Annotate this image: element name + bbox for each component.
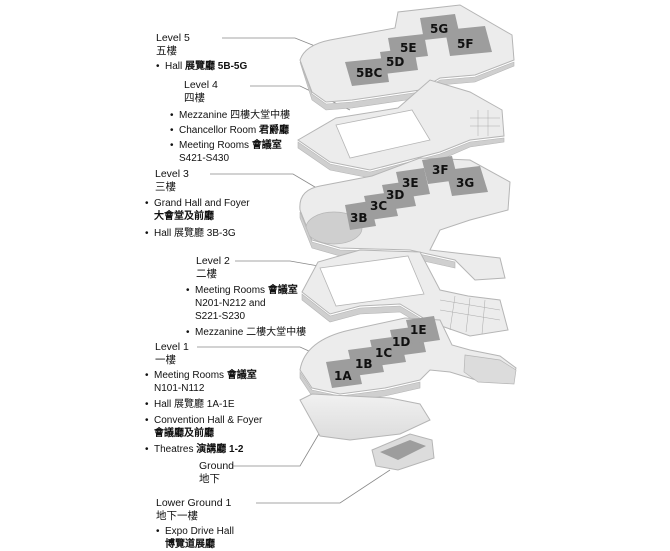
level-1-item-meeting: Meeting Rooms 會議室 (145, 369, 262, 382)
level-2-item-meeting-range-2: S221-S230 (195, 311, 246, 322)
hall-label-5d: 5D (386, 55, 404, 69)
ground-cn: 地下 (199, 473, 220, 485)
level-1-floor (299, 316, 517, 403)
level-5-cn: 五樓 (156, 45, 177, 57)
ground-title: Ground (199, 460, 235, 472)
level-1-item-convention-cn: 會議廳及前廳 (154, 428, 214, 439)
level-4-item-meeting: Meeting Rooms 會議室 (170, 139, 290, 152)
hall-5f-area (445, 26, 492, 56)
ground-floor (299, 393, 431, 441)
lower-ground-item-expo: Expo Drive Hall (156, 525, 234, 538)
hall-label-1a: 1A (334, 369, 352, 383)
hall-label-3g: 3F (432, 163, 449, 177)
leader-lines (197, 37, 391, 504)
hall-label-3c: 3C (370, 199, 387, 213)
lower-ground-label-group: Lower Ground 1 地下一樓 Expo Drive Hall 博覽道展… (156, 497, 234, 551)
lower-ground-floor (371, 433, 435, 471)
level-1-label-group: Level 1 一樓 Meeting Rooms 會議室 N101-N112 H… (145, 341, 262, 456)
level-4-label-group: Level 4 四樓 Mezzanine 四樓大堂中樓 Chancellor R… (170, 79, 290, 165)
hall-label-5e: 5E (400, 41, 417, 55)
level-2-item-meeting: Meeting Rooms 會議室 (186, 284, 306, 297)
hall-3e-area (396, 168, 430, 198)
level-3-cn: 三樓 (155, 181, 176, 193)
level-2-item-meeting-range-1: N201-N212 and (195, 298, 266, 309)
leader-lower-ground (256, 469, 391, 504)
level-3-item-grand-hall-cn: 大會堂及前廳 (154, 211, 214, 222)
level-2-title: Level 2 (196, 255, 230, 267)
leader-level-4 (250, 85, 351, 111)
level-1-item-hall: Hall 展覽廳 1A-1E (145, 398, 262, 411)
lower-ground-item-expo-cn: 博覽道展廳 (165, 539, 215, 550)
level-2-item-mezzanine: Mezzanine 二樓大堂中樓 (186, 326, 306, 339)
hall-label-1b: 1B (355, 357, 373, 371)
hall-label-5f: 5F (457, 37, 474, 51)
hall-labels: 5BC 5D 5E 5F 5G 3B 3C 3D 3E 3F 3G 1A 1B … (334, 22, 474, 383)
level-2-floor (301, 249, 509, 337)
level-5-label-group: Level 5 五樓 Hall 展覽廳 5B-5G (156, 32, 247, 73)
level-5-floor (299, 4, 515, 111)
level-4-cn: 四樓 (184, 92, 205, 104)
level-3-floor (299, 156, 511, 281)
level-3-label-group: Level 3 三樓 Grand Hall and Foyer 大會堂及前廳 H… (145, 168, 250, 240)
ground-label-group: Ground 地下 (199, 460, 234, 486)
level-1-item-theatres: Theatres 演講廳 1-2 (145, 443, 262, 456)
level-2-cn: 二樓 (196, 268, 217, 280)
level-4-title: Level 4 (184, 79, 218, 91)
hall-label-1d: 1D (392, 335, 410, 349)
level-3-item-hall: Hall 展覽廳 3B-3G (145, 227, 250, 240)
hall-label-5bc: 5BC (356, 66, 382, 80)
level-1-item-convention: Convention Hall & Foyer (145, 414, 262, 427)
hall-label-1e: 1E (410, 323, 427, 337)
leader-ground (232, 431, 321, 467)
lower-ground-cn: 地下一樓 (156, 510, 198, 522)
hall-1e-area (406, 316, 440, 344)
level-3-title: Level 3 (155, 168, 189, 180)
hall-5e-area (388, 34, 428, 60)
level-1-cn: 一樓 (155, 354, 176, 366)
level-2-label-group: Level 2 二樓 Meeting Rooms 會議室 N201-N212 a… (186, 255, 306, 339)
hall-label-5g: 5G (430, 22, 448, 36)
level-4-item-mezzanine: Mezzanine 四樓大堂中樓 (170, 109, 290, 122)
hall-label-3f: 3G (456, 176, 474, 190)
level-1-title: Level 1 (155, 341, 189, 353)
level-1-item-meeting-range: N101-N112 (154, 383, 205, 394)
hall-label-3d: 3D (386, 188, 404, 202)
hall-label-3e: 3E (402, 176, 419, 190)
level-4-floor (297, 79, 505, 179)
level-5-title: Level 5 (156, 32, 190, 44)
hall-label-3b: 3B (350, 211, 368, 225)
hall-label-1c: 1C (375, 346, 392, 360)
hall-5bc-area (345, 58, 389, 86)
level-3-item-grand-hall: Grand Hall and Foyer (145, 197, 250, 210)
level-5-item-hall: Hall 展覽廳 5B-5G (156, 60, 247, 73)
level-4-item-chancellor: Chancellor Room 君爵廳 (170, 124, 290, 137)
hall-3f-area (446, 166, 488, 196)
level-4-item-meeting-range: S421-S430 (179, 153, 230, 164)
leader-level-3 (210, 173, 321, 191)
lower-ground-title: Lower Ground 1 (156, 497, 232, 509)
